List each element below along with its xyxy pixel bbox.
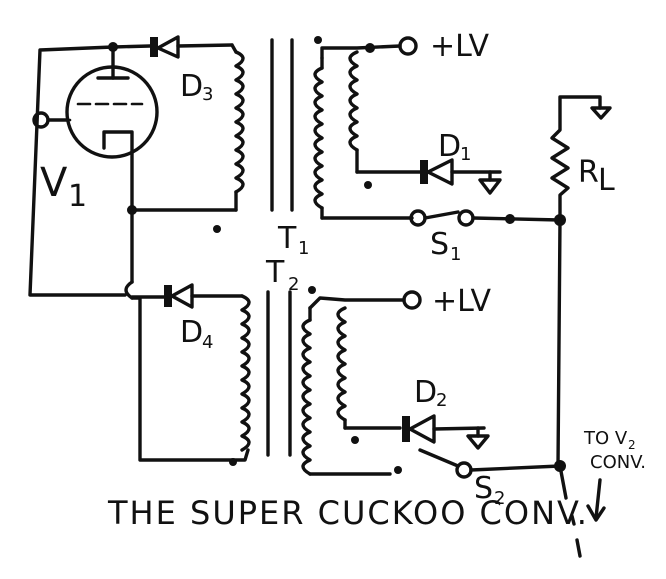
grid-terminal [32, 111, 70, 129]
diode-d3 [150, 35, 234, 59]
ground-d2 [466, 426, 490, 450]
note-to-v2-line2: CONV. [590, 452, 646, 473]
ground-d1 [478, 170, 502, 195]
wire-lv-bottom [308, 296, 406, 310]
switch-s1 [409, 209, 562, 227]
label-s2-sub: 2 [494, 488, 505, 509]
wire-plate-to-d3 [111, 44, 152, 49]
terminal-lv-bottom [402, 290, 422, 310]
label-d4: D [180, 315, 203, 350]
label-rl: R [578, 155, 599, 190]
t1-secondary-inner-coil [348, 50, 422, 174]
wire-lv-top [320, 44, 402, 60]
wire-plate-left-loop [28, 45, 127, 297]
output-lead [558, 464, 582, 558]
label-t2-sub: 2 [288, 274, 299, 295]
label-d3-sub: 3 [202, 84, 213, 105]
label-d4-sub: 4 [202, 332, 213, 353]
diode-d2 [402, 414, 486, 444]
label-rl-sub: L [598, 163, 615, 198]
t2-secondary-outer-coil [301, 306, 392, 476]
label-s1-sub: 1 [450, 244, 461, 265]
note-to-v2-line1: TO V [583, 428, 628, 449]
diode-d1 [420, 158, 502, 186]
label-d3: D [180, 69, 203, 104]
t2-secondary-inner-coil [336, 306, 402, 430]
diode-d4 [130, 283, 244, 309]
label-lv-bottom: +LV [432, 284, 492, 319]
label-lv-top: +LV [430, 29, 490, 64]
label-d1: D [438, 129, 461, 164]
note-to-v2-sub: 2 [628, 438, 636, 452]
t1-secondary-outer-coil [313, 56, 414, 220]
terminal-lv-top [398, 36, 418, 56]
label-d2-sub: 2 [436, 390, 447, 411]
label-d2: D [414, 375, 437, 410]
diagram-caption: THE SUPER CUCKOO CONV. [107, 494, 589, 532]
label-t1: T [277, 221, 297, 256]
wire-right-bus [556, 218, 562, 468]
transformer-t2-core [266, 290, 292, 457]
t2-primary-coil [240, 294, 251, 452]
label-t1-sub: 1 [298, 238, 309, 259]
label-s2: S [474, 471, 493, 506]
label-s1: S [430, 227, 449, 262]
label-d1-sub: 1 [460, 144, 471, 165]
label-v1: V [40, 160, 68, 206]
vacuum-tube-v1 [56, 45, 159, 214]
t1-primary-coil [130, 43, 245, 212]
transformer-t1-core [270, 38, 294, 212]
label-v1-sub: 1 [68, 179, 87, 214]
switch-s2 [394, 448, 562, 479]
load-resistor-rl [550, 95, 612, 222]
label-t2: T [265, 255, 285, 290]
note-arrow [586, 478, 606, 522]
wire-crossover [124, 280, 134, 300]
